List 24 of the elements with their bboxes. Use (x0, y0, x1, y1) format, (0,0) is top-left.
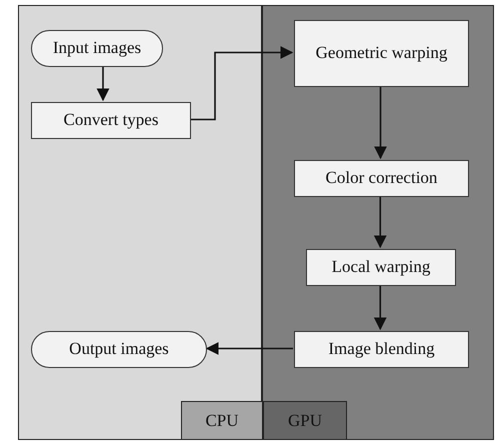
box-label: Output images (69, 338, 169, 360)
box-label: Input images (52, 37, 142, 60)
process-box (294, 331, 469, 368)
box-label: Local warping (332, 256, 430, 278)
arrow (374, 196, 387, 248)
region-panel (18, 5, 262, 440)
box-label: Color correction (326, 167, 438, 190)
arrow (374, 86, 387, 160)
terminal-box (31, 30, 163, 67)
box-label: Geometric warping (316, 42, 448, 64)
region-label: GPU (263, 401, 347, 439)
arrow (190, 46, 294, 120)
box-label: Image blending (328, 338, 435, 360)
process-box (294, 160, 469, 197)
process-box (31, 102, 191, 139)
box-label: Convert types (64, 109, 158, 132)
region-panel (262, 5, 494, 440)
process-box (306, 249, 456, 286)
terminal-box (31, 331, 207, 368)
region-label: CPU (181, 401, 263, 439)
arrow (206, 342, 293, 355)
arrow (96, 66, 110, 102)
arrow (374, 285, 387, 330)
process-box (294, 20, 469, 87)
